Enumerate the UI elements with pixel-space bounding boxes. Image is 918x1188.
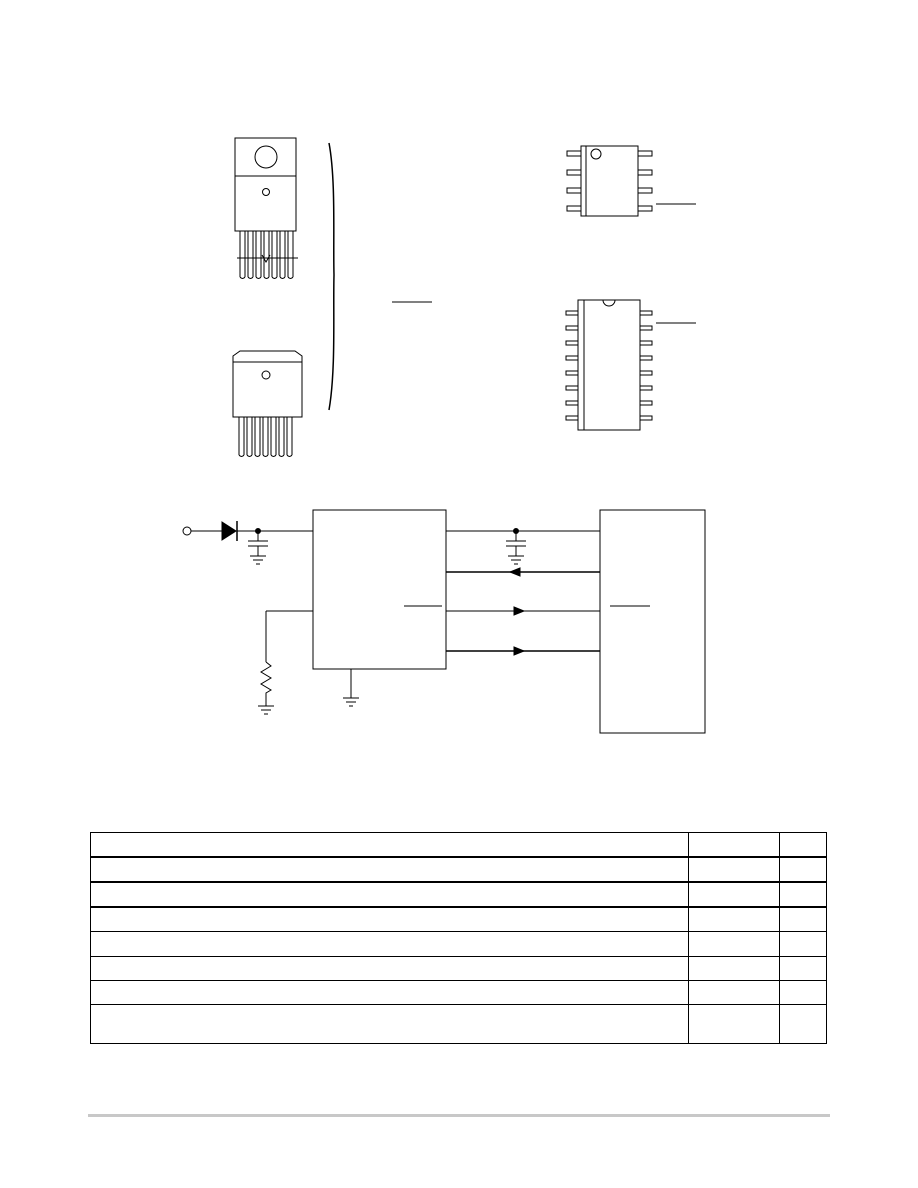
specs-table <box>90 832 827 1045</box>
package-to220-vertical-leads <box>237 231 298 279</box>
input-capacitor <box>248 531 268 565</box>
arrow-right-1 <box>513 606 526 616</box>
table-cell <box>779 856 827 884</box>
resistor <box>260 661 272 706</box>
table-cell <box>779 979 827 1005</box>
resistor-ground <box>258 705 274 715</box>
table-cell <box>688 979 780 1005</box>
header-cell <box>779 832 827 859</box>
table-cell <box>779 1003 827 1045</box>
package-to220-vertical <box>234 137 298 279</box>
table-cell <box>688 856 780 884</box>
table-cell <box>688 1003 780 1045</box>
table-row <box>90 979 827 1005</box>
table-cell <box>779 955 827 981</box>
output-capacitor <box>506 531 526 565</box>
footer-rule <box>88 1114 830 1117</box>
table-row <box>90 881 827 909</box>
input-terminal <box>182 526 192 536</box>
table-cell <box>779 881 827 909</box>
package-to220-smd <box>232 350 303 457</box>
table-cell <box>90 881 689 909</box>
diode <box>221 521 238 541</box>
table-cell <box>779 906 827 933</box>
table-row <box>90 931 827 957</box>
table-cell <box>90 856 689 884</box>
table-header-row <box>90 832 827 859</box>
package-so16 <box>565 299 696 431</box>
arrow-right-2 <box>513 646 526 656</box>
table-row <box>90 1003 827 1045</box>
table-cell <box>90 931 689 957</box>
table-cell <box>688 931 780 957</box>
mcu-block <box>599 509 706 734</box>
table-cell <box>779 931 827 957</box>
arrow-left <box>508 567 521 577</box>
table-row <box>90 856 827 884</box>
table-cell <box>688 906 780 933</box>
table-cell <box>688 955 780 981</box>
table-row <box>90 955 827 981</box>
header-cell <box>90 832 689 859</box>
package-so8 <box>566 145 696 217</box>
header-cell <box>688 832 780 859</box>
brace <box>328 142 335 411</box>
regulator-ground <box>343 669 359 707</box>
table-row <box>90 906 827 933</box>
table-cell <box>90 979 689 1005</box>
table-cell <box>90 1003 689 1045</box>
figure <box>182 137 706 734</box>
schematic <box>182 509 706 734</box>
table-cell <box>90 906 689 933</box>
regulator-block <box>312 509 447 670</box>
table-cell <box>688 881 780 909</box>
table-cell <box>90 955 689 981</box>
